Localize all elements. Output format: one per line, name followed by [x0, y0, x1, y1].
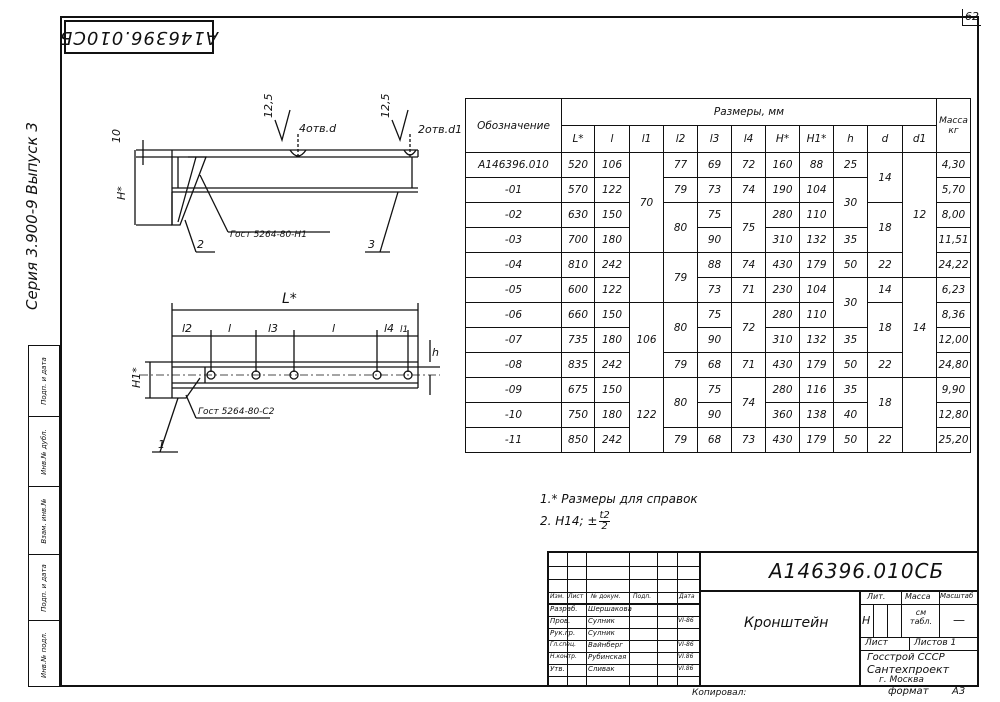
chain-l1: l1	[400, 325, 408, 335]
weld-note-top: Гост 5264-80-Н1	[230, 230, 307, 240]
format-value: А3	[952, 686, 966, 697]
weld-note-bottom: Гост 5264-80-С2	[198, 407, 275, 417]
col-H: Н*	[765, 125, 800, 153]
dim-12-5-b: 12,5	[379, 94, 392, 119]
drawing-frame	[60, 16, 979, 687]
header-sizes: Размеры, мм	[561, 98, 937, 126]
col-l1: l1	[629, 125, 664, 153]
col-d1: d1	[902, 125, 937, 153]
chain-l-a: l	[228, 322, 231, 335]
sheet-number: 62	[962, 9, 981, 26]
col-l3: l3	[697, 125, 732, 153]
col-l2: l2	[663, 125, 698, 153]
holes-note-right: 2отв.d1	[418, 123, 462, 136]
col-d: d	[867, 125, 903, 153]
chain-l4: l4	[384, 322, 394, 335]
doc-code: А146396.010СБ	[769, 559, 945, 583]
org-line-3: г. Москва	[879, 675, 924, 685]
col-l4: l4	[731, 125, 766, 153]
dim-h1-star: Н1*	[130, 367, 143, 388]
lit-label: Лит.	[867, 592, 886, 601]
col-l: l	[594, 125, 630, 153]
header-designation: Обозначение	[465, 98, 562, 153]
col-h: h	[833, 125, 868, 153]
chain-l2: l2	[182, 322, 192, 335]
strip-cell: Подп. и дата	[29, 554, 59, 620]
strip-cell: Инв.№ подл.	[29, 620, 59, 688]
left-approval-strip: Подп. и дата Инв.№ дубл. Взам. инв.№ Под…	[28, 345, 60, 687]
org-line-1: Госстрой СССР	[867, 652, 945, 663]
sizes-table: Обозначение Размеры, мм Масса кг L* l l1…	[465, 98, 971, 453]
mass-label: Масса	[905, 592, 931, 601]
callout-2: 2	[197, 238, 204, 251]
lit-value: Н	[862, 614, 871, 627]
dim-12-5-a: 12,5	[262, 94, 275, 119]
strip-cell: Инв.№ дубл.	[29, 416, 59, 486]
dim-h: h	[432, 346, 439, 359]
dim-l-star: L*	[282, 291, 297, 307]
col-H1: Н1*	[799, 125, 834, 153]
title-block: А146396.010СБ Кронштейн Лит. Масса Масшт…	[547, 551, 979, 687]
strip-cell: Взам. инв.№	[29, 486, 59, 554]
sheets-label: Листов 1	[914, 638, 957, 648]
rotated-code-box: A146396.010СБ	[59, 20, 219, 54]
chain-l3: l3	[268, 322, 278, 335]
org-line-2: Сантехпроект	[867, 663, 950, 676]
scale-label: Масштаб	[940, 592, 974, 600]
header-mass: Масса кг	[936, 98, 971, 153]
doc-title: Кронштейн	[744, 615, 829, 631]
dim-h-star: Н*	[115, 186, 128, 200]
holes-note: 4отв.d	[299, 122, 337, 135]
format-label: формат	[888, 686, 929, 697]
chain-l-b: l	[332, 322, 335, 335]
copied-by: Копировал:	[692, 688, 747, 698]
callout-1: 1	[158, 438, 165, 451]
col-L: L*	[561, 125, 595, 153]
dim-10: 10	[110, 129, 123, 143]
callout-3: 3	[368, 238, 375, 251]
scale-value: —	[953, 613, 965, 627]
mass-value: см табл.	[909, 608, 933, 626]
note-1: 1.* Размеры для справок	[540, 492, 698, 506]
sheet-label: Лист	[865, 638, 888, 648]
